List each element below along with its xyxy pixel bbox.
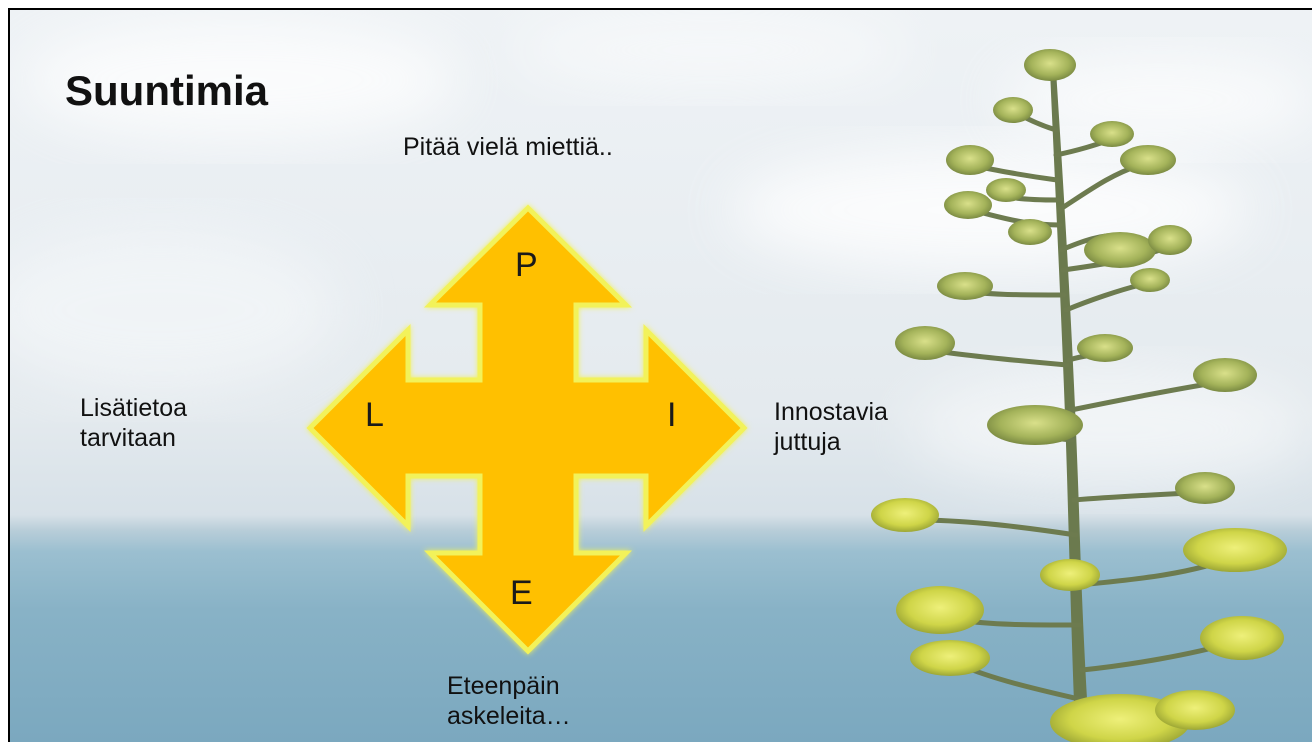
arrow-shape [306,204,748,655]
agave-plant-image [871,49,1287,742]
arrow-letter-right: I [667,396,677,434]
arrow-letter-top: P [515,246,538,284]
bottom-label: Eteenpäin askeleita… [447,671,571,731]
right-label-line-2: juttuja [774,428,841,456]
left-label-line-2: tarvitaan [80,424,176,452]
left-label: Lisätietoa tarvitaan [80,393,187,453]
right-label-line-1: Innostavia [774,398,888,426]
right-label: Innostavia juttuja [774,397,888,457]
slide-title: Suuntimia [65,67,269,114]
slide: P L I E Suuntimia Pitää vielä miettiä.. … [8,8,1312,742]
arrow-letter-bottom: E [510,574,533,612]
bottom-label-line-1: Eteenpäin [447,672,560,700]
four-way-arrow-icon [306,204,748,655]
left-label-line-1: Lisätietoa [80,394,188,422]
bottom-label-line-2: askeleita… [447,702,571,730]
top-label: Pitää vielä miettiä.. [403,133,613,161]
arrow-letter-left: L [365,396,384,434]
